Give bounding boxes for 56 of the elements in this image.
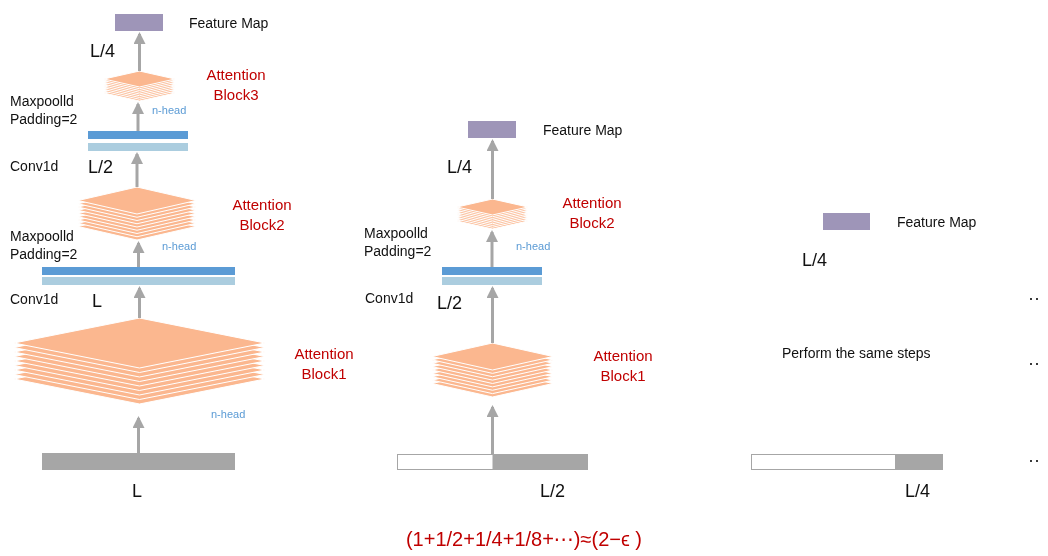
- length-label: L/4: [90, 40, 116, 63]
- ellipsis: ··: [1028, 287, 1040, 310]
- attention-stack-drawing: [104, 71, 175, 101]
- attention-stack-drawing: [78, 187, 196, 240]
- length-label: L/2: [540, 480, 566, 503]
- head-count-label: n-head: [516, 239, 551, 254]
- feature-map-box: [115, 14, 163, 31]
- arrow: [132, 416, 145, 453]
- conv-layer-bars: [442, 267, 542, 285]
- arrow: [131, 152, 143, 187]
- block-title: Attention Block1: [293, 344, 355, 385]
- ellipsis: ··: [1028, 352, 1040, 375]
- length-label: L: [132, 480, 142, 503]
- conv-layer-bars: [88, 131, 188, 151]
- arrow: [132, 241, 145, 267]
- layer-label: Maxpoolld Padding=2: [364, 224, 433, 261]
- arrow: [486, 405, 499, 454]
- arrow: [132, 102, 144, 131]
- conv-layer-bars: [42, 267, 235, 285]
- length-label: L/4: [447, 156, 473, 179]
- arrow: [486, 230, 498, 267]
- output-label: Feature Map: [189, 14, 269, 33]
- layer-label: Conv1d: [10, 290, 59, 309]
- layer-label: Perform the same steps: [782, 344, 931, 363]
- arrow: [486, 286, 499, 343]
- block-title: Attention Block2: [231, 195, 293, 236]
- head-count-label: n-head: [162, 239, 197, 254]
- output-label: Feature Map: [897, 213, 977, 232]
- ellipsis: ··: [1028, 449, 1040, 472]
- length-label: L/4: [802, 249, 828, 272]
- layer-label: Maxpoolld Padding=2: [10, 227, 79, 264]
- feature-map-box: [468, 121, 516, 138]
- formula-caption: (1+1/2+1/4+1/8+⋯)≈(2−ϵ ): [404, 527, 644, 552]
- length-label: L/2: [88, 156, 114, 179]
- attention-stack-drawing: [457, 199, 528, 229]
- attention-stack-drawing: [14, 318, 265, 404]
- layer-label: Conv1d: [10, 157, 59, 176]
- input-bar: [397, 454, 588, 470]
- feature-map-box: [823, 213, 870, 230]
- block-title: Attention Block3: [205, 65, 267, 106]
- input-bar: [42, 453, 235, 470]
- head-count-label: n-head: [211, 407, 246, 422]
- head-count-label: n-head: [152, 103, 187, 118]
- input-bar: [751, 454, 943, 470]
- block-title: Attention Block1: [592, 346, 654, 387]
- length-label: L: [92, 290, 102, 313]
- block-title: Attention Block2: [561, 193, 623, 234]
- attention-stack-drawing: [432, 343, 553, 397]
- length-label: L/4: [905, 480, 931, 503]
- arrow: [486, 139, 499, 199]
- length-label: L/2: [437, 292, 463, 315]
- arrow: [133, 32, 146, 71]
- arrow: [133, 286, 146, 318]
- output-label: Feature Map: [543, 121, 623, 140]
- layer-label: Maxpoolld Padding=2: [10, 92, 79, 129]
- layer-label: Conv1d: [365, 289, 414, 308]
